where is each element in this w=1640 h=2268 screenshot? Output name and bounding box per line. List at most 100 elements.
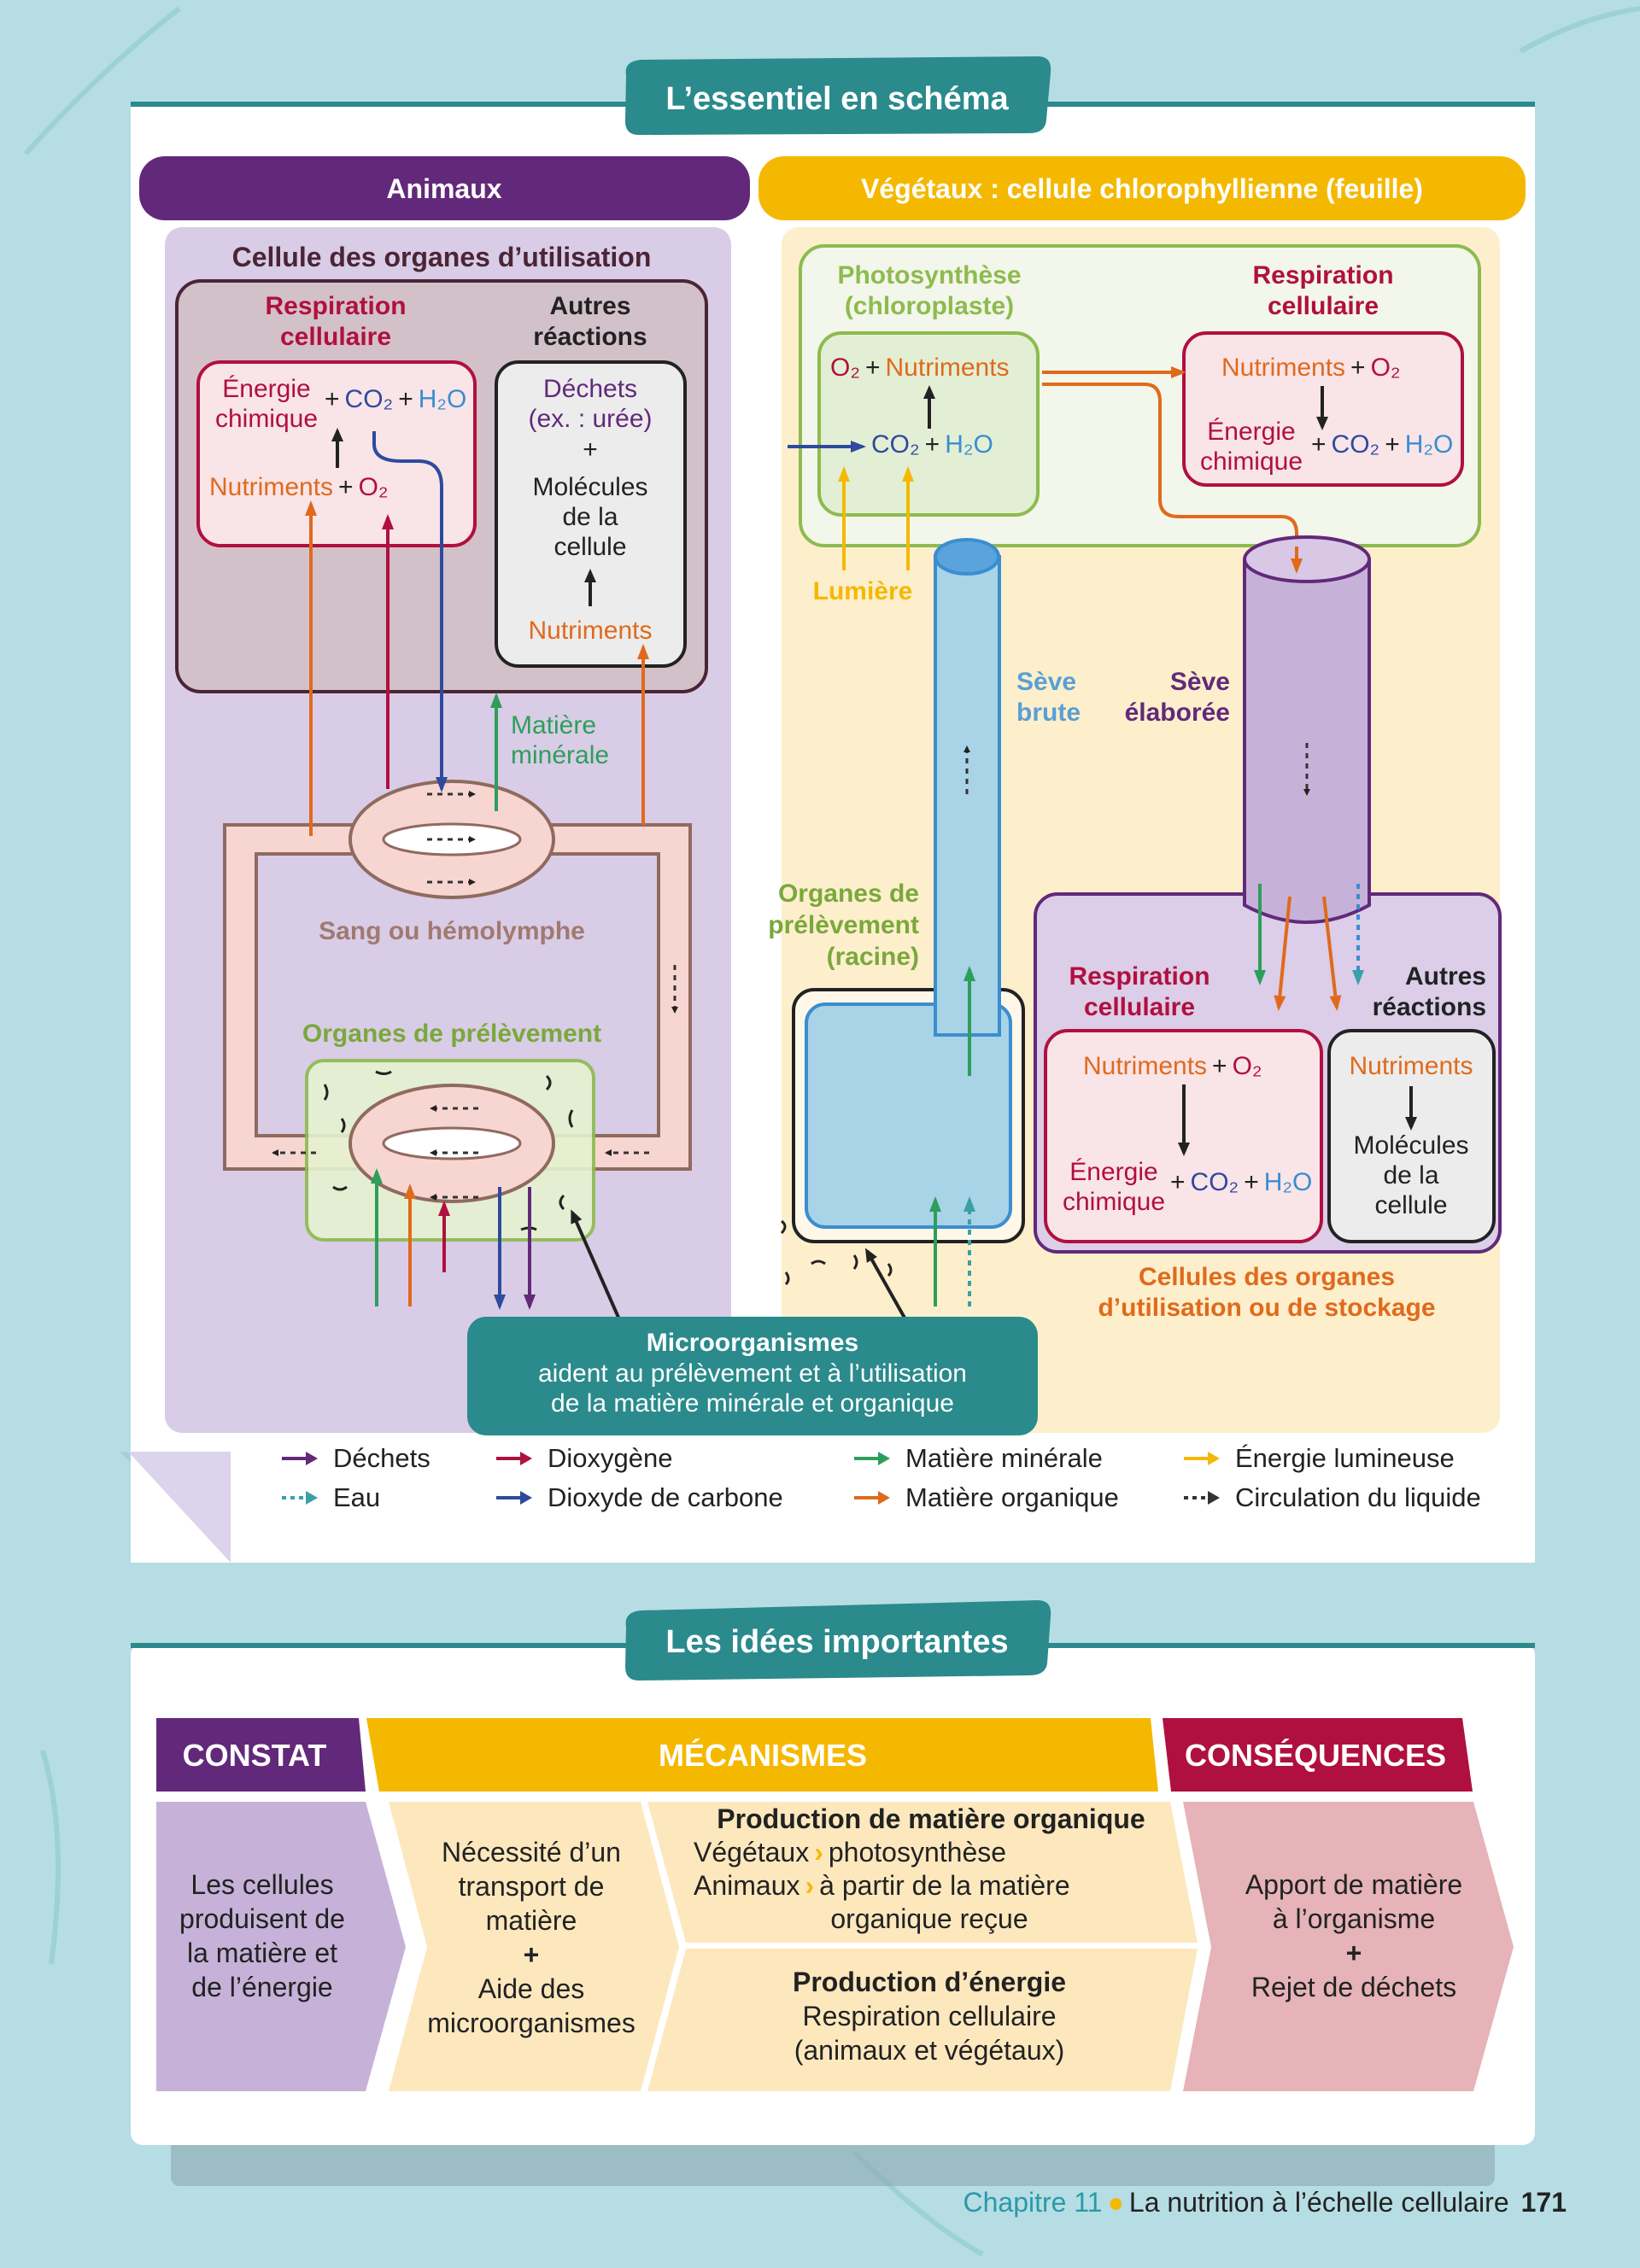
constat-header-label: CONSTAT <box>183 1738 327 1773</box>
animals-mechanism: Animaux›à partir de la matière <box>694 1870 1070 1901</box>
legend-arrowhead-icon <box>306 1491 318 1505</box>
organic-production-title: Production de matière organique <box>717 1803 1145 1834</box>
microorganisms-box <box>467 1317 1038 1435</box>
constat-header <box>156 1718 366 1792</box>
ideas-title: Les idées importantes <box>665 1624 1008 1660</box>
legend-arrowhead-icon <box>306 1452 318 1465</box>
animals-mechanism-cont: organique reçue <box>830 1903 1028 1934</box>
storage-other-nutrients: Nutriments <box>1349 1052 1473 1080</box>
legend-label: Matière minérale <box>905 1443 1103 1473</box>
legend-item: Matière minérale <box>854 1443 1103 1473</box>
transport-cell <box>389 1802 679 2091</box>
legend-item: Dioxygène <box>496 1443 672 1473</box>
constat-cell <box>156 1802 406 2091</box>
phloem-vessel-overlay <box>1243 854 1371 924</box>
legend-label: Énergie lumineuse <box>1235 1443 1455 1473</box>
legend-item: Dioxyde de carbone <box>496 1482 783 1512</box>
plants-mechanism: Végétaux›photosynthèse <box>694 1837 1006 1868</box>
light-label: Lumière <box>813 577 913 605</box>
leaf-arrows <box>788 366 1303 571</box>
legend-item: Circulation du liquide <box>1184 1482 1481 1512</box>
consequences-header <box>1163 1718 1473 1792</box>
respiration-reactants: Nutriments+O₂ <box>209 473 389 501</box>
blood-label: Sang ou hémolymphe <box>319 917 585 945</box>
sap-flow-arrows <box>964 743 1310 796</box>
card-corner <box>128 1452 231 1563</box>
schema-title-tab: L’essentiel en schéma <box>625 56 1051 135</box>
photosynthesis-products: O₂+Nutriments <box>830 354 1010 382</box>
circulation-arrows <box>272 791 678 1201</box>
legend-arrowhead-icon <box>1208 1491 1220 1505</box>
legend-item: Eau <box>282 1482 380 1512</box>
other-nutrients: Nutriments <box>528 617 652 645</box>
page-footer: Chapitre 11●La nutrition à l’échelle cel… <box>964 2187 1567 2218</box>
legend-item: Énergie lumineuse <box>1184 1443 1455 1473</box>
vessel-join <box>937 999 998 1025</box>
legend-arrowhead-icon <box>520 1491 532 1505</box>
microorganisms-text: aident au prélèvement et à l’utilisation… <box>538 1359 967 1418</box>
legend-label: Déchets <box>333 1443 430 1473</box>
uptake-organs-label: Organes de prélèvement <box>302 1020 601 1048</box>
phloem-output-arrows <box>1254 884 1364 1011</box>
plant-respiration-products: +CO₂+H₂O <box>1311 430 1453 459</box>
consequences-header-label: CONSÉQUENCES <box>1185 1738 1446 1773</box>
root-cell <box>805 1002 1012 1229</box>
legend-arrowhead-icon <box>520 1452 532 1465</box>
legend-arrowhead-icon <box>878 1491 890 1505</box>
waste-text: Déchets(ex. : urée) <box>528 375 652 433</box>
storage-other-box <box>1327 1029 1496 1243</box>
plants-header-label: Végétaux : cellule chlorophyllienne (feu… <box>861 173 1423 204</box>
mecanismes-header-label: MÉCANISMES <box>659 1738 867 1773</box>
organic-production-cell <box>647 1802 1198 1943</box>
legend-label: Eau <box>333 1482 380 1512</box>
root-microorganism-squiggles <box>780 1219 893 1286</box>
plants-header <box>758 156 1526 220</box>
photosynthesis-label: Photosynthèse(chloroplaste) <box>837 261 1021 320</box>
photosynthesis-reactants: CO₂+H₂O <box>871 430 993 459</box>
legend-arrowhead-icon <box>1208 1452 1220 1465</box>
root-arrows <box>865 966 975 1320</box>
energy-production-cell <box>647 1949 1198 2091</box>
ideas-title-tab: Les idées importantes <box>625 1600 1051 1681</box>
respiration-products: +CO₂+H₂O <box>325 385 466 413</box>
storage-respiration-products: +CO₂+H₂O <box>1170 1168 1312 1196</box>
animals-header-label: Animaux <box>386 173 501 204</box>
storage-respiration-reactants: Nutriments+O₂ <box>1083 1052 1262 1080</box>
other-reactions-box <box>495 360 687 668</box>
energy-production-title: Production d’énergie <box>793 1967 1066 1997</box>
legend-label: Dioxygène <box>548 1443 672 1473</box>
cell-title: Cellule des organes d’utilisation <box>232 242 652 272</box>
plus-sign: + <box>583 435 598 464</box>
energy-production-text: Respiration cellulaire(animaux et végéta… <box>794 2001 1065 2066</box>
legend-arrowhead-icon <box>878 1452 890 1465</box>
mecanismes-header <box>366 1718 1158 1792</box>
legend-item: Déchets <box>282 1443 430 1473</box>
xylem-vessel <box>934 538 1001 1037</box>
legend-label: Circulation du liquide <box>1235 1482 1481 1512</box>
exchange-arrows-animals <box>305 431 649 1320</box>
microorganisms-title: Microorganismes <box>647 1329 858 1357</box>
legend-item: Matière organique <box>854 1482 1119 1512</box>
microorganism-squiggles <box>323 1070 574 1231</box>
plant-respiration-reactants: Nutriments+O₂ <box>1221 354 1401 382</box>
animals-header <box>139 156 750 220</box>
legend-label: Dioxyde de carbone <box>548 1482 783 1512</box>
